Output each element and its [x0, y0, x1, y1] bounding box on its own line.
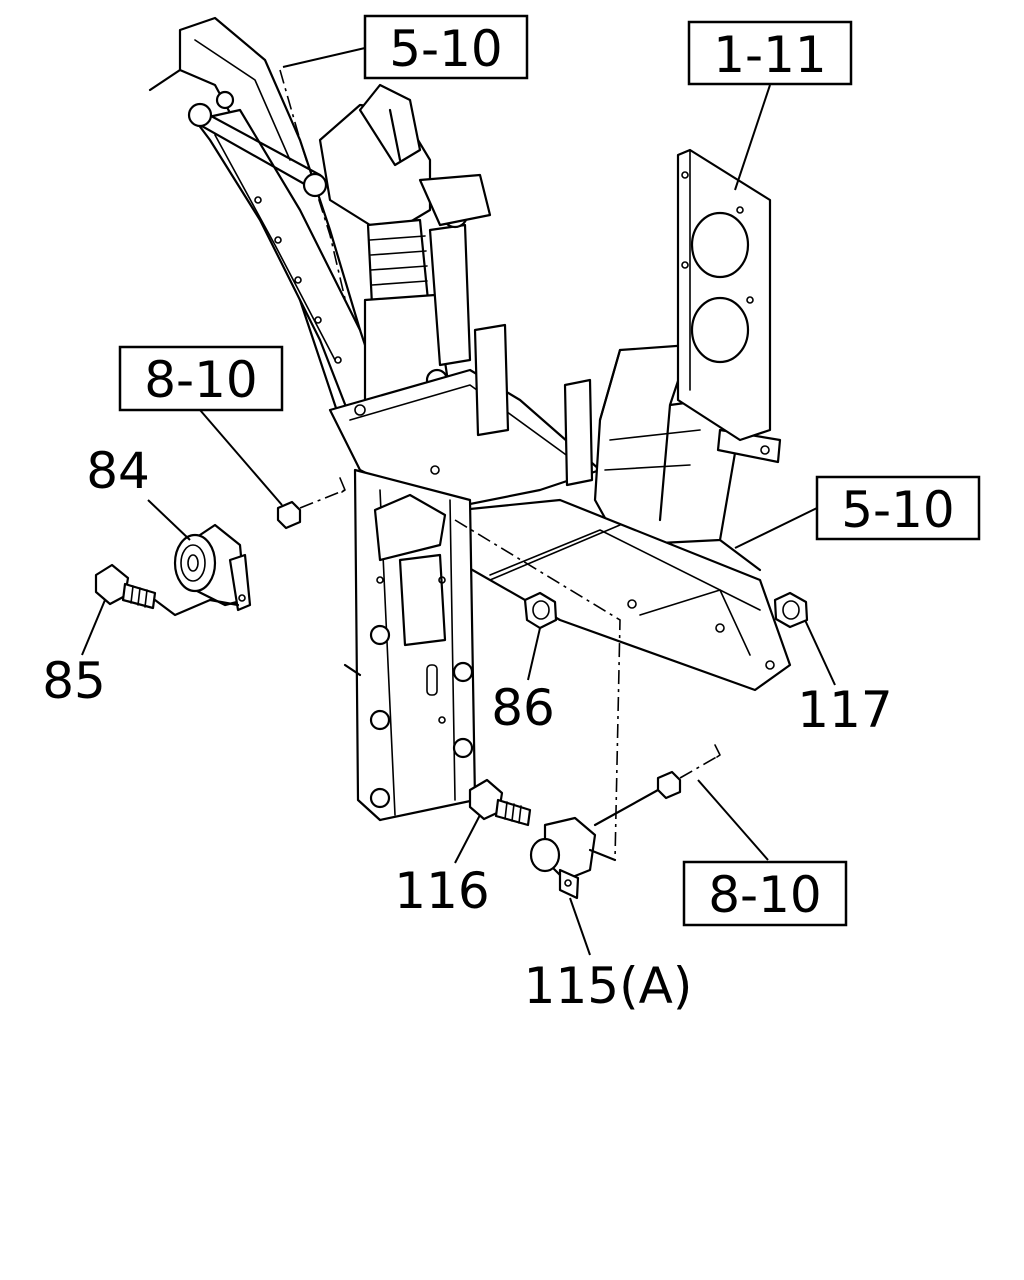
ref-box-left: 8-10 [118, 345, 284, 412]
callout-115: 115(A) [524, 957, 693, 1015]
callout-86: 86 [491, 679, 555, 737]
ref-label: 5-10 [389, 20, 502, 78]
ref-label: 1-11 [713, 26, 826, 84]
ref-box-right: 5-10 [815, 475, 981, 541]
part-85-drawing [94, 563, 240, 617]
ref-box-top-right: 1-11 [687, 20, 853, 86]
chassis-frame-drawing [148, 16, 792, 861]
part-117-drawing [773, 591, 809, 629]
callout-116: 116 [394, 862, 489, 920]
part-84-drawing [173, 523, 252, 612]
harness-connector-left [276, 477, 346, 530]
part-116-drawing [468, 778, 532, 827]
part-115-drawing [529, 816, 617, 900]
harness-connector-right [593, 744, 721, 827]
ref-box-bottom-right: 8-10 [682, 860, 848, 927]
ref-label: 5-10 [841, 481, 954, 539]
part-86-drawing [523, 591, 558, 630]
leader-lines [81, 47, 836, 956]
ref-box-top-center: 5-10 [363, 14, 529, 80]
callout-85: 85 [42, 652, 106, 710]
ref-label: 8-10 [144, 351, 257, 409]
callout-84: 84 [86, 442, 150, 500]
ref-label: 8-10 [708, 866, 821, 924]
callout-117: 117 [797, 681, 892, 739]
